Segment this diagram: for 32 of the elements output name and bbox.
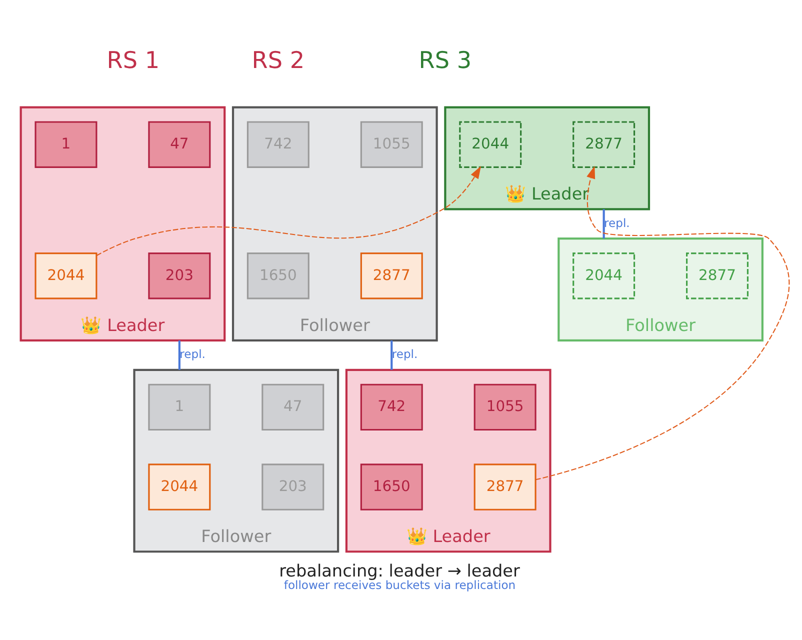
node-box: 1055 xyxy=(474,384,536,431)
node-box: 2877 xyxy=(474,464,536,510)
node-box: 1650 xyxy=(360,464,423,510)
connector xyxy=(178,340,180,370)
node-box: 742 xyxy=(246,121,310,168)
node-box: 47 xyxy=(262,384,324,431)
node-box: 203 xyxy=(148,252,211,300)
edge-label: repl. xyxy=(604,216,630,230)
node-box: 2044 xyxy=(148,464,211,510)
edge-label: repl. xyxy=(180,347,206,362)
label: RS 1 xyxy=(106,48,160,74)
edge-label: repl. xyxy=(392,347,418,362)
node-box: 1650 xyxy=(246,252,310,300)
node-box: 2877 xyxy=(686,252,749,300)
node-box: 742 xyxy=(360,384,423,431)
node-box: 47 xyxy=(148,121,211,168)
node-box: 203 xyxy=(262,464,324,510)
node-box: 2877 xyxy=(572,121,636,168)
node-box: 1 xyxy=(148,384,211,431)
node-box: 1 xyxy=(34,121,98,168)
arrow xyxy=(96,166,482,256)
arrow xyxy=(536,166,790,480)
node-box: 2044 xyxy=(34,252,98,300)
node-box: 2877 xyxy=(360,252,423,300)
node-box: 2044 xyxy=(459,121,522,168)
connector xyxy=(390,340,393,370)
node-box: 1055 xyxy=(360,121,423,168)
label: RS 2 xyxy=(252,48,305,74)
node-box: 2044 xyxy=(572,252,636,300)
label: RS 3 xyxy=(418,48,472,74)
diagram-title: rebalancing: leader → leader xyxy=(279,560,520,581)
connector xyxy=(602,209,605,239)
